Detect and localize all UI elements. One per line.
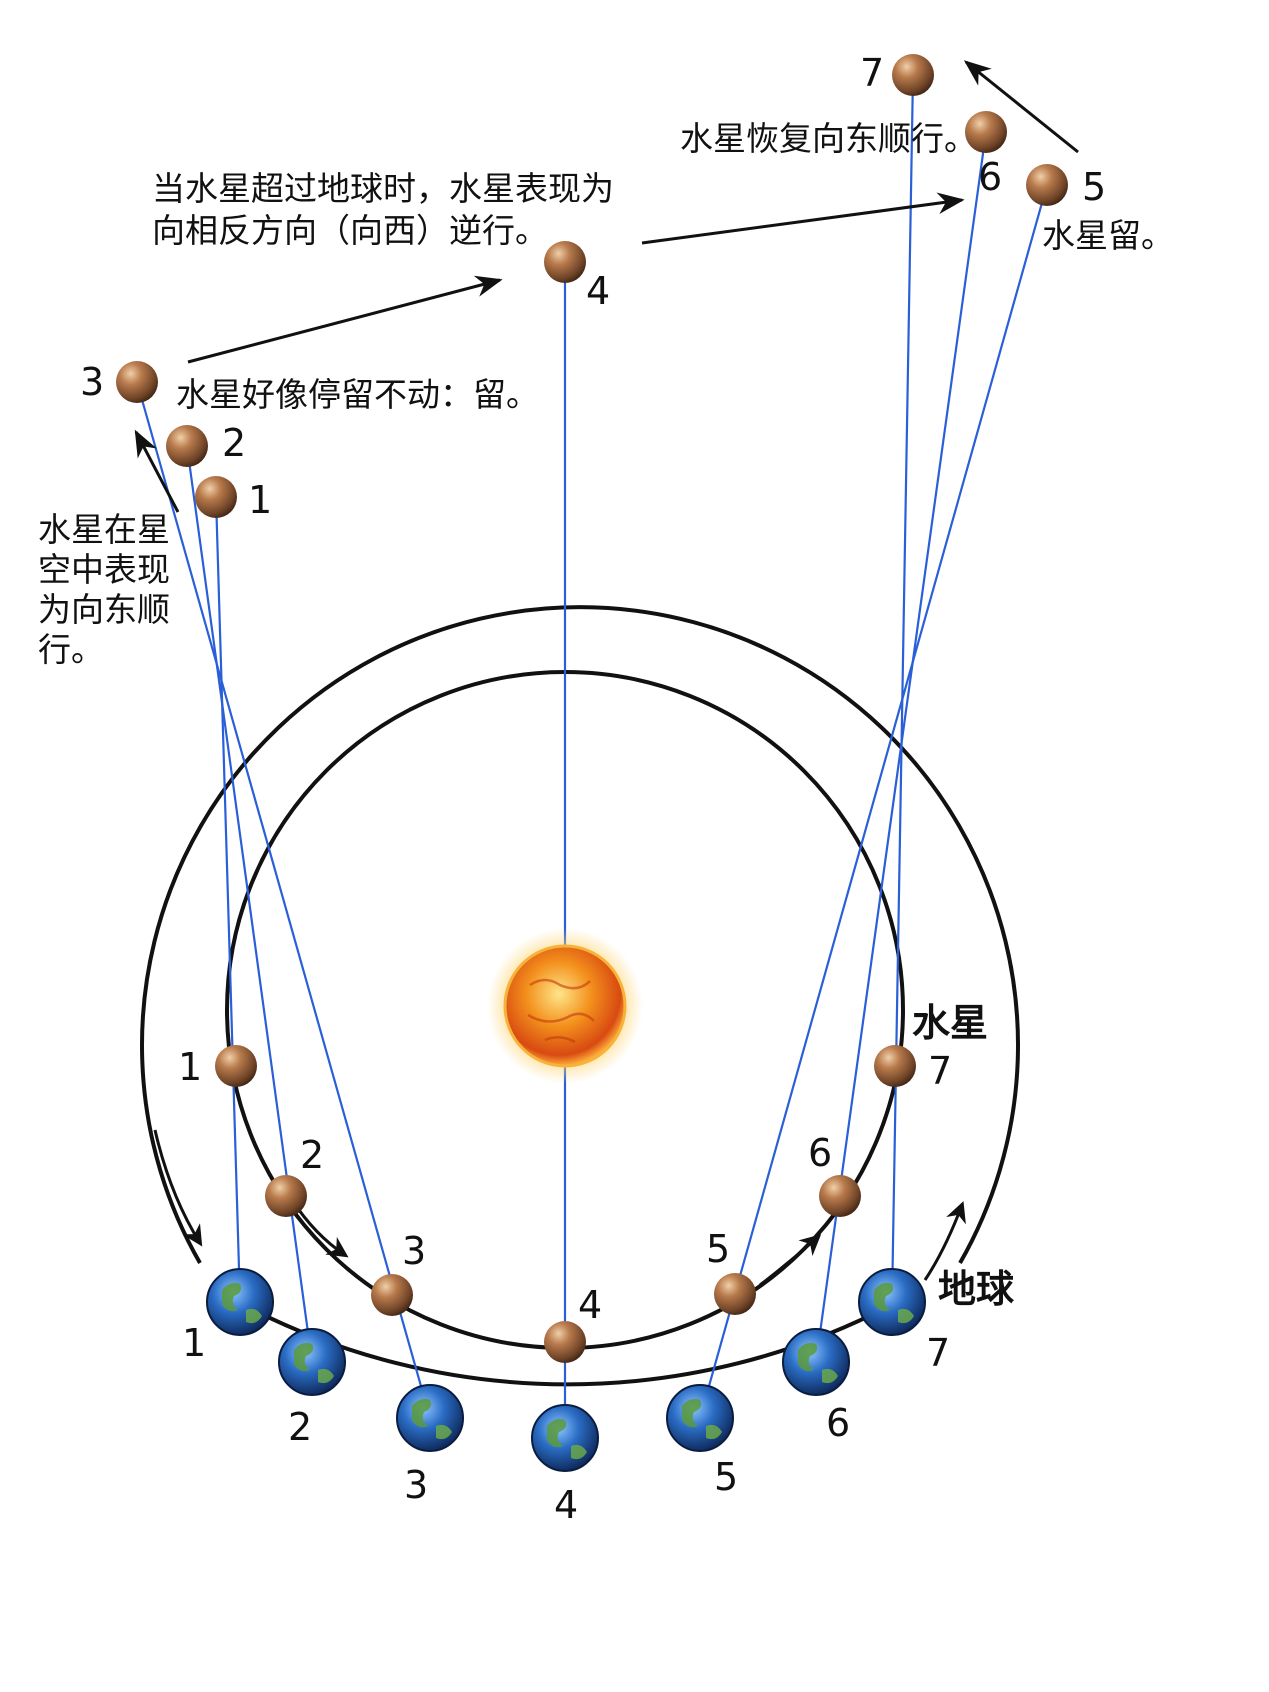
position-number: 5 <box>706 1227 730 1271</box>
position-number: 4 <box>578 1283 602 1327</box>
earth-planet-icon <box>859 1269 925 1335</box>
position-number: 2 <box>300 1133 324 1177</box>
mercury-planet-icon <box>166 425 208 467</box>
earth-label: 地球 <box>938 1267 1015 1311</box>
note-stationary-1: 水星好像停留不动：留。 <box>176 375 539 414</box>
sun-icon <box>487 928 643 1084</box>
position-number: 7 <box>926 1331 950 1375</box>
mercury-planet-icon <box>116 361 158 403</box>
earth-planet-icon <box>397 1385 463 1451</box>
sight-line-3 <box>137 382 430 1418</box>
mercury-planet-icon <box>195 476 237 518</box>
note-stationary-2: 水星留。 <box>1042 216 1174 255</box>
mercury-label: 水星 <box>912 1001 988 1045</box>
sight-line-1 <box>216 497 240 1302</box>
earth-planet-icon <box>532 1405 598 1471</box>
earth-planet-icon <box>667 1385 733 1451</box>
mercury-planet-icon <box>544 241 586 283</box>
mercury-planet-icon <box>371 1274 413 1316</box>
earth-planet-icon <box>783 1329 849 1395</box>
position-number: 6 <box>978 155 1002 199</box>
note-resume: 水星恢复向东顺行。 <box>680 119 977 158</box>
position-number: 6 <box>808 1131 832 1175</box>
sight-line-2 <box>187 446 312 1362</box>
position-number: 1 <box>182 1321 206 1365</box>
position-number: 5 <box>1082 165 1106 209</box>
earth-planet-icon <box>207 1269 273 1335</box>
position-number: 2 <box>288 1405 312 1449</box>
sight-line-5 <box>700 185 1047 1418</box>
note-retrograde: 当水星超过地球时，水星表现为 向相反方向（向西）逆行。 <box>152 169 625 250</box>
mercury-planet-icon <box>819 1175 861 1217</box>
mercury-planet-icon <box>714 1273 756 1315</box>
position-number: 3 <box>402 1229 426 1273</box>
earth-planet-icon <box>279 1329 345 1395</box>
position-number: 3 <box>404 1463 428 1507</box>
position-number: 7 <box>860 51 884 95</box>
mercury-planet-icon <box>544 1321 586 1363</box>
position-number: 1 <box>178 1045 202 1089</box>
position-number: 6 <box>826 1401 850 1445</box>
position-number: 7 <box>928 1049 952 1093</box>
position-number: 2 <box>222 421 246 465</box>
mercury-planet-icon <box>265 1175 307 1217</box>
position-number: 5 <box>714 1455 738 1499</box>
mercury-planet-icon <box>215 1045 257 1087</box>
note-prograde-left: 水星在星 空中表现 为向东顺 行。 <box>38 510 181 669</box>
mercury-planet-icon <box>892 54 934 96</box>
position-number: 3 <box>80 360 104 404</box>
position-number: 4 <box>586 269 610 313</box>
position-number: 1 <box>248 478 272 522</box>
mercury-planet-icon <box>874 1045 916 1087</box>
position-number: 4 <box>554 1483 578 1527</box>
mercury-planet-icon <box>1026 164 1068 206</box>
